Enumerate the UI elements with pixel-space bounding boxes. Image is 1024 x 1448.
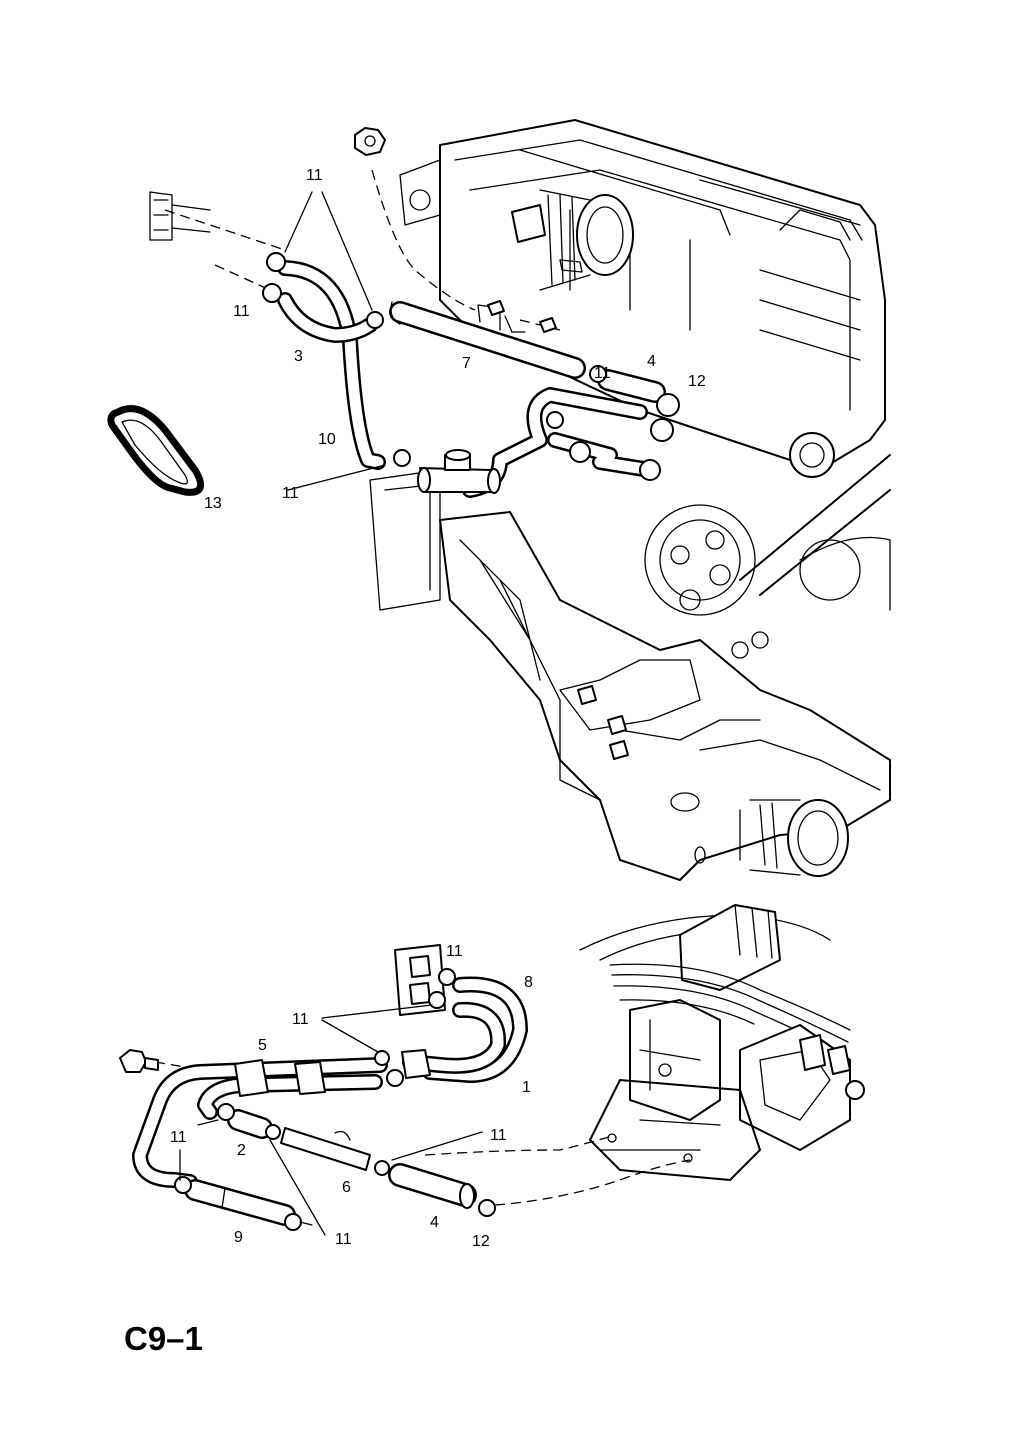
callout-bottom-11a: 11: [446, 943, 463, 960]
pipe-6: [280, 1127, 371, 1171]
hose-8: [422, 976, 528, 1083]
callout-bottom-2: 2: [237, 1142, 246, 1159]
callouts-bottom: 11 8 11 5 1 11 2 11 6 9 11 4 12: [170, 943, 533, 1250]
callout-bottom-4: 4: [430, 1214, 439, 1231]
callout-bottom-12: 12: [472, 1233, 490, 1250]
bolt-bottom: [119, 1049, 159, 1073]
pipe-5: [132, 1049, 431, 1190]
callout-bottom-11d: 11: [490, 1127, 507, 1144]
callout-top-3: 3: [294, 348, 303, 365]
clamps-top: [262, 252, 680, 481]
callout-bottom-1: 1: [522, 1079, 531, 1096]
clamps-bottom: [174, 968, 496, 1231]
page-code: C9–1: [124, 1320, 203, 1357]
callout-top-11b: 11: [233, 303, 250, 320]
callout-top-10: 10: [318, 431, 336, 448]
callout-bottom-8: 8: [524, 974, 533, 991]
bolt-top: [149, 191, 211, 241]
hose-3: [277, 292, 378, 343]
callout-top-4: 4: [647, 353, 656, 370]
pipe-lower-top: [417, 387, 658, 498]
callout-top-7: 7: [462, 355, 471, 372]
nut-top: [354, 127, 386, 156]
hose-2: [227, 1109, 273, 1139]
hose-1: [402, 1001, 507, 1074]
callout-top-11c: 11: [594, 365, 611, 382]
callout-bottom-5: 5: [258, 1037, 267, 1054]
leader-lines-bottom: [179, 1004, 483, 1236]
callouts-top: 11 11 3 7 11 4 12 10 11 13: [204, 167, 706, 512]
leader-lines-top: [284, 191, 386, 491]
callout-bottom-11e: 11: [335, 1231, 352, 1248]
callout-top-11a: 11: [306, 167, 323, 184]
hose-4-top: [597, 369, 666, 403]
callout-bottom-6: 6: [342, 1179, 351, 1196]
callout-bottom-11b: 11: [292, 1011, 309, 1028]
callout-bottom-9: 9: [234, 1229, 243, 1246]
hose-4-bottom: [388, 1163, 477, 1209]
callout-top-11d: 11: [282, 485, 299, 502]
engine-block-top: [369, 119, 891, 881]
callout-top-13: 13: [204, 495, 222, 512]
callout-bottom-11c: 11: [170, 1129, 187, 1146]
engine-detail-bottom: [579, 904, 865, 1181]
callout-top-12: 12: [688, 373, 706, 390]
pipe-7: [389, 300, 586, 379]
seal-ring-13: [107, 405, 205, 496]
hose-9: [184, 1179, 296, 1226]
